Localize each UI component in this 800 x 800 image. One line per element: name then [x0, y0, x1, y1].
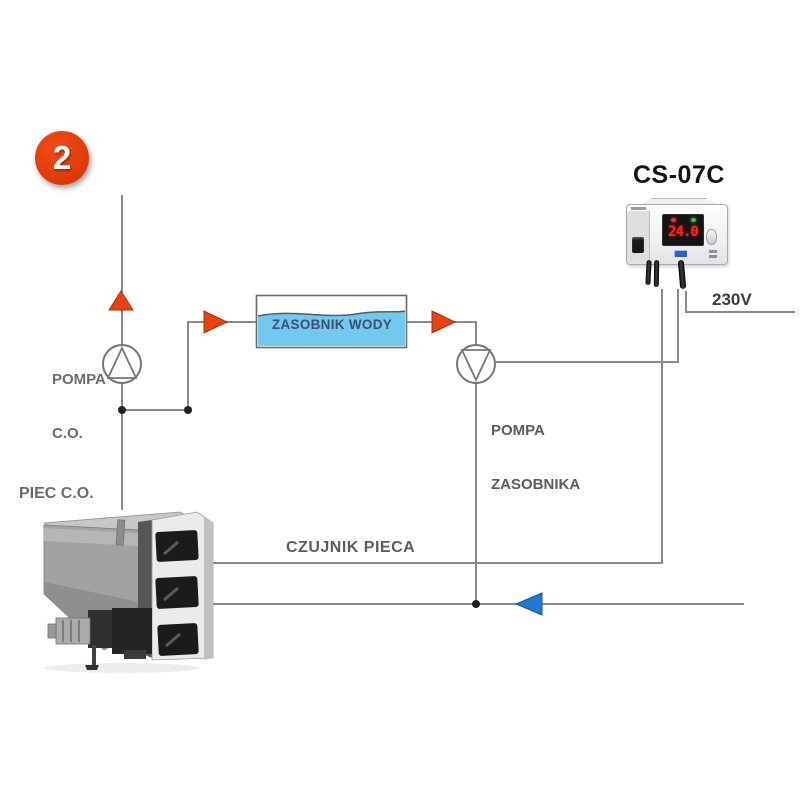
- boiler-illustration: [42, 511, 214, 673]
- junction-dot-pump-co: [118, 406, 126, 414]
- pump-co-label-line2: C.O.: [52, 425, 83, 443]
- controller-model-label: CS-07C: [633, 161, 725, 189]
- wire-sensor-to-controller: [212, 289, 663, 564]
- controller-brand-mark: [631, 207, 646, 210]
- junction-dot-branch: [184, 406, 192, 414]
- boiler-door-middle: [155, 576, 199, 609]
- boiler-door-handles: [163, 540, 181, 648]
- controller-temperature-readout: 24.0: [668, 224, 699, 240]
- pump-co-label-line1: POMPA: [52, 370, 106, 388]
- wire-pump-tank-to-controller: [495, 289, 679, 363]
- boiler-leg: [92, 645, 96, 666]
- boiler-motor-cap: [47, 623, 57, 639]
- voltage-label: 230V: [712, 290, 752, 309]
- wire-power-230v: [685, 291, 795, 313]
- pump-co-symbol: [102, 344, 142, 384]
- boiler-motor: [55, 617, 91, 645]
- tank-water: [258, 311, 405, 346]
- junction-dot-return: [472, 600, 480, 608]
- boiler-feeder-joint: [88, 610, 112, 648]
- step-badge-number: 2: [52, 139, 72, 176]
- tank-water-surface: [257, 310, 406, 317]
- boiler-motor-fins: [62, 620, 80, 642]
- boiler-shadow: [44, 663, 200, 673]
- flow-arrow-right-before-tank: [203, 310, 229, 334]
- boiler-lid-latch: [115, 519, 126, 546]
- boiler-door-top: [155, 530, 199, 562]
- boiler-feeder-box: [112, 608, 152, 654]
- controller-side-module: [627, 211, 650, 261]
- sensor-label: CZUJNIK PIECA: [286, 539, 416, 556]
- pump-tank-triangle: [460, 349, 492, 383]
- green-led-icon: [690, 218, 696, 222]
- tank-label: ZASOBNIK WODY: [271, 317, 393, 332]
- controller-cable-pump: [653, 259, 660, 288]
- flow-arrow-right-after-tank: [431, 310, 457, 334]
- pump-tank-label-line1: POMPA: [491, 421, 545, 439]
- return-arrow-left: [514, 592, 543, 616]
- boiler-doors: [155, 530, 199, 656]
- boiler-label: PIEC C.O.: [19, 485, 94, 502]
- boiler-door-bottom: [157, 623, 199, 656]
- controller-keys: [709, 250, 717, 253]
- boiler-bracket: [124, 650, 146, 659]
- boiler-right-edge: [204, 517, 213, 660]
- pump-tank-symbol: [456, 344, 496, 384]
- step-badge: 2: [35, 131, 89, 185]
- pipe-tank-to-return: [407, 321, 477, 604]
- controller-knob-button: [706, 229, 717, 245]
- red-led-icon: [670, 218, 676, 222]
- pump-tank-label: POMPA ZASOBNIKA: [491, 385, 580, 531]
- pump-co-label: POMPA C.O.: [52, 334, 106, 480]
- boiler-foot: [85, 665, 99, 670]
- tech-logo-icon: [674, 250, 687, 257]
- water-tank: [255, 294, 408, 349]
- pump-tank-label-line2: ZASOBNIKA: [491, 476, 581, 494]
- controller-leds: [663, 218, 703, 222]
- pipe-branch-to-tank: [122, 321, 256, 411]
- pump-co-triangle: [106, 345, 138, 379]
- flow-arrow-up: [108, 290, 134, 311]
- controller-display: 24.0: [662, 214, 704, 246]
- controller-power-switch: [632, 237, 644, 253]
